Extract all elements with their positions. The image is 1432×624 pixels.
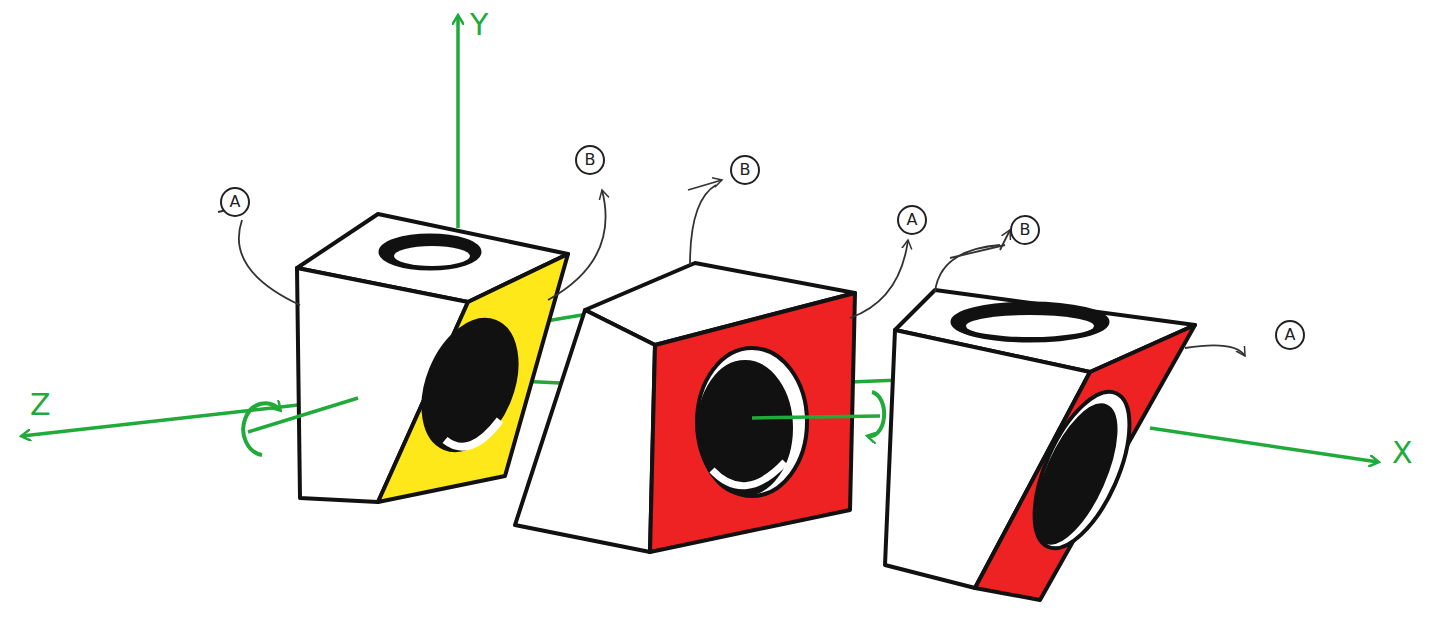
callout-circle: A bbox=[1275, 320, 1305, 350]
callout-circle: B bbox=[730, 155, 760, 185]
callout-letter: A bbox=[230, 194, 241, 210]
leader-line bbox=[218, 180, 1245, 356]
left-cube bbox=[297, 214, 568, 502]
callout-circle: B bbox=[1010, 215, 1040, 245]
axis-label: Z bbox=[30, 390, 51, 420]
callout-circle: B bbox=[575, 145, 605, 175]
callout-circle: A bbox=[897, 205, 927, 235]
callout-letter: B bbox=[1020, 222, 1031, 238]
callout-letter: B bbox=[585, 152, 596, 168]
callout-letter: A bbox=[907, 212, 918, 228]
callout-circle: A bbox=[220, 187, 250, 217]
callout-letter: A bbox=[1285, 327, 1296, 343]
axis-label: X bbox=[1392, 438, 1413, 468]
callout-letter: B bbox=[740, 162, 751, 178]
right-cube bbox=[885, 290, 1195, 600]
rotation-arrow bbox=[243, 392, 884, 455]
axis-label: Y bbox=[470, 10, 488, 40]
middle-cube bbox=[515, 263, 855, 552]
